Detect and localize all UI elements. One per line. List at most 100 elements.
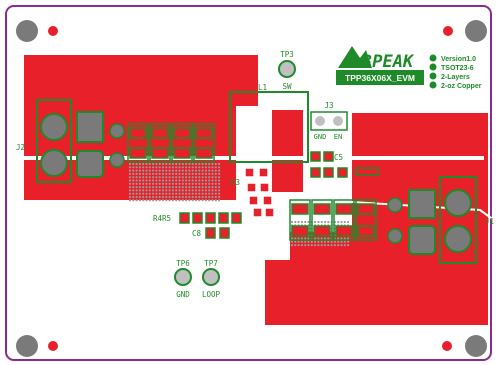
via [161,172,165,175]
via [198,189,201,192]
via [165,195,168,199]
via [320,244,323,247]
tp7-pad[interactable] [202,268,220,286]
via [194,182,198,185]
via [168,195,171,199]
j2-terminal-bottom[interactable] [40,149,68,177]
info-line-version: Version1.0 [441,56,476,63]
j2-pin-small-bottom [109,152,125,168]
via [191,199,194,202]
via [201,199,204,202]
via [194,166,198,169]
via [214,189,217,192]
via [198,179,201,182]
via [211,189,214,192]
via [175,172,178,175]
via [204,179,207,182]
via [191,179,194,182]
j1-terminal-bottom[interactable] [444,225,472,253]
via [152,162,155,166]
via [208,172,211,175]
smd-pad [248,195,259,206]
tp6-net: GND [176,290,190,299]
via [142,176,145,179]
capacitor-pad [335,203,353,215]
via [188,172,191,175]
via [171,195,174,199]
via [135,166,138,169]
capacitor-outline [289,199,311,241]
via [155,172,158,175]
via [214,182,217,185]
capacitor-pad [151,147,169,159]
via [211,172,214,175]
info-list: Version1.0 TSOT23-6 2-Layers 2-oz Copper [429,54,482,90]
via [201,176,204,179]
via [317,220,320,224]
via [188,186,191,189]
via [198,186,201,189]
tp7-ref: TP7 [204,259,218,268]
j2-ref: J2 [16,143,25,152]
via [152,192,155,195]
via [132,162,135,166]
via [158,192,161,195]
j2-terminal-top[interactable] [40,113,68,141]
via [181,162,184,166]
j1-terminal-top[interactable] [444,189,472,217]
via [181,169,184,172]
testpoint-tp3[interactable]: TP3 SW [278,50,296,91]
via [161,176,165,179]
via [135,162,138,166]
via [152,169,155,172]
via [168,162,171,166]
tp6-pad[interactable] [174,268,192,286]
via [178,192,181,195]
j2-pad-bottom [76,150,104,178]
testpoint-tp7[interactable]: TP7 LOOP [202,259,221,299]
via [155,199,158,202]
via [132,199,135,202]
testpoint-tp6[interactable]: TP6 GND [174,259,192,299]
via [181,189,184,192]
via [178,176,181,179]
via [211,176,214,179]
via [142,169,145,172]
via [152,182,155,185]
via [171,182,174,185]
via [145,199,148,202]
via [178,182,181,185]
capacitor-outline [149,123,171,163]
via [138,179,141,182]
via [168,179,171,182]
info-bullet-icon [429,54,437,62]
smd-pad [264,207,275,218]
via [208,195,211,199]
tp3-pad[interactable] [278,60,296,78]
pad-group-feedback [179,212,242,239]
j3-pin1-label: GND [314,133,327,141]
via [178,195,181,199]
via [290,237,294,240]
via [135,186,138,189]
via [175,182,178,185]
mountain-logo-icon [338,46,372,68]
via [148,186,151,189]
via [185,189,188,192]
via [204,169,207,172]
via [148,166,151,169]
via [132,186,135,189]
via [320,237,323,240]
via [158,199,161,202]
via [161,192,165,195]
j3-pin-gnd[interactable] [315,116,325,126]
j3-pin-en[interactable] [333,116,343,126]
via [188,182,191,185]
via [194,192,198,195]
via [158,172,161,175]
via [198,192,201,195]
via [204,162,207,166]
via [320,240,323,243]
via [138,182,141,185]
via [290,244,294,247]
